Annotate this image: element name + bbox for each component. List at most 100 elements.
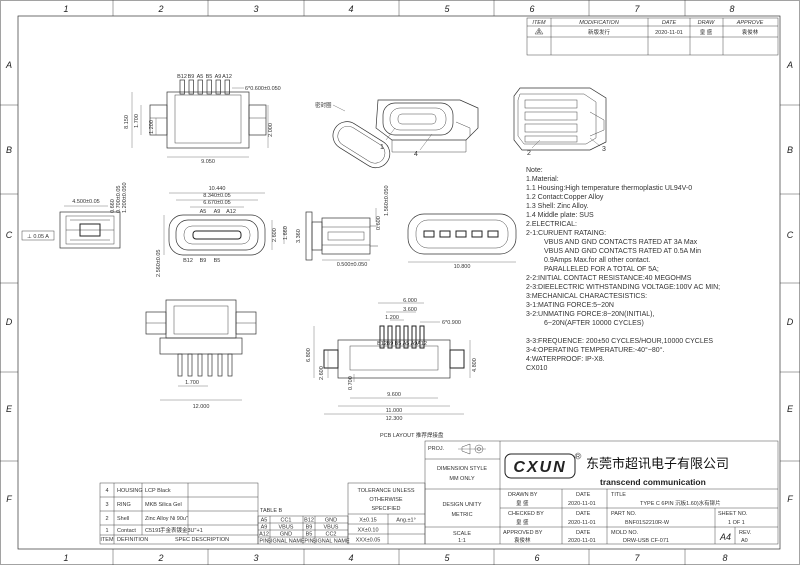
svg-text:MOLD NO.: MOLD NO. bbox=[611, 530, 639, 536]
svg-text:Note:: Note: bbox=[526, 167, 543, 174]
col-3: 3 bbox=[253, 4, 258, 14]
top-dim-width: 9.050 bbox=[201, 159, 215, 165]
pcb-dim-2600: 2.600 bbox=[319, 366, 325, 380]
svg-text:OTHERWISE: OTHERWISE bbox=[369, 497, 403, 503]
tolerance-block: TOLERANCE UNLESS OTHERWISE SPECIFIED X±0… bbox=[347, 482, 426, 545]
row-A: A bbox=[5, 60, 12, 70]
svg-text:PARALLELED FOR A TOTAL OF 5A;: PARALLELED FOR A TOTAL OF 5A; bbox=[544, 266, 659, 273]
end-dim-10800: 10.800 bbox=[454, 264, 471, 270]
svg-text:C5191: C5191 bbox=[145, 528, 161, 534]
drawn-name: 皇 盛 bbox=[516, 499, 529, 507]
pcb-pin-b9: B9 bbox=[387, 341, 394, 347]
svg-text:B9: B9 bbox=[306, 525, 313, 531]
pcb-caption: PCB LAYOUT 推荐焊接盘 bbox=[380, 431, 444, 439]
svg-text:RING: RING bbox=[117, 502, 131, 508]
mid-dim-3360: 3.360 bbox=[296, 229, 302, 243]
pcb-pin-a5: A5 bbox=[403, 341, 410, 347]
checked-date: 2020-11-01 bbox=[568, 520, 596, 526]
drawn-date: 2020-11-01 bbox=[568, 501, 596, 507]
svg-text:VBUS AND GND CONTACTS RATED AT: VBUS AND GND CONTACTS RATED AT 0.5A Min bbox=[544, 248, 701, 255]
row-F: F bbox=[6, 494, 12, 504]
pcb-dim-0700: 0.700 bbox=[348, 376, 354, 390]
bottom-dim-1700: 1.700 bbox=[185, 380, 199, 386]
front-pin-a9: A9 bbox=[214, 209, 221, 215]
top-pin-a12: A12 bbox=[222, 74, 232, 80]
mid-dim-0500: 0.500±0.050 bbox=[337, 262, 368, 268]
pcb-dim-6000: 6.000 bbox=[403, 298, 417, 304]
pcb-pin-a9: A9 bbox=[411, 341, 418, 347]
bom-table: 4 HOUSING LCP Black 3 RING MKB Silica Ge… bbox=[99, 482, 259, 545]
svg-text:X±0.15: X±0.15 bbox=[359, 518, 376, 524]
title-block: PROJ. DIMENSION STYLE MM ONLY DESIGN UNI… bbox=[424, 440, 779, 545]
rev-approve: 袁俊林 bbox=[742, 28, 759, 36]
row-E: E bbox=[6, 404, 13, 414]
svg-text:3:MECHANICAL CHARACTESISTICS:: 3:MECHANICAL CHARACTESISTICS: bbox=[526, 293, 647, 300]
svg-text:PIN: PIN bbox=[259, 539, 268, 545]
svg-text:4: 4 bbox=[348, 553, 353, 563]
rev-item: A bbox=[537, 30, 541, 36]
drawing-title: TYPE C 6PIN 沉板1.60)水有铆片 bbox=[640, 499, 721, 507]
front-dim-2600: 2.600 bbox=[272, 228, 278, 242]
svg-text:SPEC DESCRIPTION: SPEC DESCRIPTION bbox=[175, 537, 229, 543]
dimension-style-value: MM ONLY bbox=[449, 476, 475, 482]
pcb-pin-b5: B5 bbox=[395, 341, 402, 347]
mid-dim-0600: 0.600 bbox=[376, 216, 382, 230]
front-pin-a5: A5 bbox=[200, 209, 207, 215]
rev-modification: 新版发行 bbox=[588, 28, 611, 36]
mold-number: DRW-USB CF-071 bbox=[623, 538, 669, 544]
checked-name: 皇 盛 bbox=[516, 518, 529, 526]
callout-1: 1 bbox=[380, 144, 384, 151]
svg-text:SIGNAL NAME: SIGNAL NAME bbox=[312, 539, 350, 545]
col-6: 6 bbox=[529, 4, 534, 14]
svg-text:SHEET NO.: SHEET NO. bbox=[718, 511, 748, 517]
svg-text:LCP Black: LCP Black bbox=[145, 488, 171, 494]
rev-date: 2020-11-01 bbox=[655, 30, 683, 36]
scale-value: 1:1 bbox=[458, 538, 466, 544]
front-dim-8340: 8.340±0.05 bbox=[203, 193, 231, 199]
front-dim-2560: 2.560±0.05 bbox=[156, 250, 162, 278]
svg-text:8: 8 bbox=[722, 553, 727, 563]
top-pin-a5: A5 bbox=[197, 74, 204, 80]
registered-icon bbox=[574, 452, 582, 460]
rev-header-item: ITEM bbox=[532, 20, 546, 26]
svg-text:1: 1 bbox=[105, 528, 108, 534]
logo-text: CXUN bbox=[513, 459, 566, 476]
svg-text:2: 2 bbox=[105, 516, 108, 522]
front-dim-10440: 10.440 bbox=[209, 186, 226, 192]
svg-text:VBUS: VBUS bbox=[279, 525, 294, 531]
top-pin-b5: B5 bbox=[206, 74, 213, 80]
side-dim-1200: 1.200±0.050 bbox=[122, 182, 128, 213]
top-view: B12 B9 A5 B5 A9 A12 6*0.600±0.050 8.150 … bbox=[124, 74, 281, 165]
rev-header-date: DATE bbox=[662, 20, 677, 26]
col-7: 7 bbox=[634, 4, 640, 14]
svg-text:3: 3 bbox=[253, 553, 258, 563]
svg-text:1.1 Housing:High temperature t: 1.1 Housing:High temperature thermoplast… bbox=[526, 185, 692, 192]
side-dim-4500: 4.500±0.05 bbox=[72, 199, 100, 205]
col-4: 4 bbox=[348, 4, 353, 14]
svg-text:CC1: CC1 bbox=[280, 518, 291, 524]
front-pin-b9: B9 bbox=[200, 258, 207, 264]
svg-text:0.9Amps Max.for all other cont: 0.9Amps Max.for all other contact. bbox=[544, 257, 650, 264]
svg-text:4: 4 bbox=[105, 488, 108, 494]
svg-text:C: C bbox=[787, 230, 794, 240]
pcb-dim-3600: 3.600 bbox=[403, 307, 417, 313]
grid-row-markers: A B C D E F A B C D E F bbox=[0, 60, 800, 504]
col-2: 2 bbox=[157, 4, 163, 14]
side-dim-0700: 0.700±0.05 bbox=[116, 186, 122, 214]
pcb-dim-12300: 12.300 bbox=[386, 416, 403, 422]
dimension-style-label: DIMENSION STYLE bbox=[437, 466, 487, 472]
svg-text:A5: A5 bbox=[261, 518, 268, 524]
pcb-layout: B12 B9 B5 A5 A9 A12 6.000 3.600 1.200 6*… bbox=[306, 298, 478, 439]
pin-table: TABLE B A5 CC1 B12 GND A9 VBUS B9 VBUS A… bbox=[257, 508, 350, 545]
svg-text:A: A bbox=[786, 60, 793, 70]
projection-symbol-icon bbox=[458, 443, 486, 455]
rev-header-approve: APPROVE bbox=[736, 20, 764, 26]
top-dim-1700: 1.700 bbox=[134, 114, 140, 128]
svg-text:TOLERANCE UNLESS: TOLERANCE UNLESS bbox=[357, 488, 414, 494]
front-dim-1660: 1.660 bbox=[283, 226, 289, 240]
grid-column-markers: 1 2 3 4 5 6 7 8 1 2 3 4 5 6 7 8 bbox=[63, 0, 735, 565]
svg-text:APPROVED BY: APPROVED BY bbox=[503, 530, 543, 536]
datum-tolerance: ⊥ 0.05 A bbox=[27, 233, 49, 240]
callout-4: 4 bbox=[414, 151, 418, 158]
